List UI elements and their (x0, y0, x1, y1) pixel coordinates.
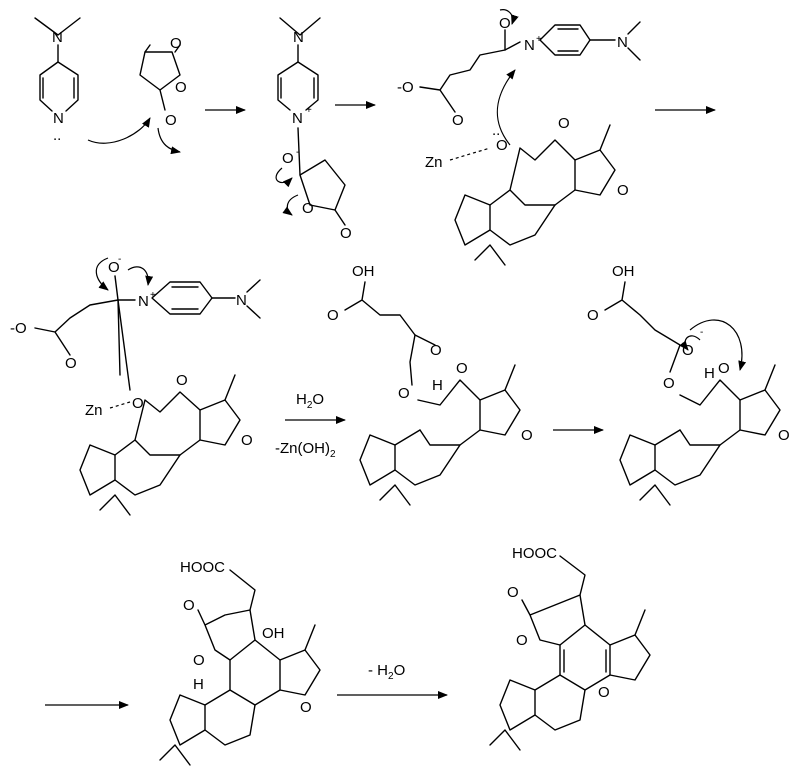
int2-carbonyl-o-top: O (499, 15, 511, 32)
int1-carbonyl-o: O (340, 225, 352, 242)
int1-curved-arrow-2 (282, 194, 299, 216)
enolate-acid-o: O (587, 307, 599, 324)
int1-ring-n-label: N (292, 110, 303, 127)
anhydride-ring-o: O (175, 79, 187, 96)
enolate-o: O (682, 342, 694, 359)
int1-minus-charge: - (296, 147, 299, 158)
product-furan-o: O (598, 684, 610, 701)
product-acid-label: HOOC (512, 545, 557, 562)
dmap-molecule: N N .. (34, 17, 81, 144)
ester-acid-o: O (327, 307, 339, 324)
zinc-hydroxide-byproduct: -Zn(OH)2 (275, 440, 336, 460)
lactone-ring-o: O (193, 652, 205, 669)
int1-curved-arrow-1 (275, 167, 293, 188)
enolate-minus-charge: - (700, 327, 703, 338)
hydroxy-lactone-molecule: HOOC O O OH H O (159, 559, 321, 766)
succinic-anhydride-molecule: O O O (139, 35, 187, 129)
ester-carbonyl-o: O (430, 342, 442, 359)
int3-carbonyl-o: O (65, 355, 77, 372)
int2-plus-charge: + (536, 34, 542, 45)
dmap-n-label: N (52, 29, 63, 46)
dehydration-label: - H2O (368, 662, 405, 682)
int2-pyridinium-n: N (524, 37, 535, 54)
lactone-h-label: H (193, 676, 204, 693)
tetrahedral-intermediate-molecule: N N + O - O O (277, 17, 352, 242)
dmap-lone-pair: .. (53, 127, 61, 144)
anhydride-carbonyl-o-top: O (170, 35, 182, 52)
attack-curved-arrow (87, 117, 151, 144)
int3-alkoxide-o: O (132, 395, 144, 412)
enolate-furan-o: O (778, 427, 790, 444)
int2-carbonyl-arrow (499, 9, 519, 25)
enolate-acid-oh: OH (612, 263, 635, 280)
int3-curved-arrow-1 (95, 257, 109, 291)
ester-acid-oh: OH (352, 263, 375, 280)
int3-plus-charge: + (150, 290, 156, 301)
int3-furan-o: O (241, 432, 253, 449)
water-reagent: H2O (296, 391, 324, 411)
int1-oxide-o: O (282, 150, 294, 167)
ester-furan-o: O (521, 427, 533, 444)
int2-zn-label: Zn (425, 154, 443, 171)
int2-lone-pair: .. (492, 122, 500, 139)
dmap-ring-n-label: N (53, 110, 64, 127)
enolate-cyclization-molecule: OH O O - O H O O (587, 263, 790, 506)
int1-ring-o: O (302, 200, 314, 217)
enolate-ester-o: O (663, 375, 675, 392)
carboxylate-label-1: -O (397, 79, 414, 96)
enolate-ketone-o: O (718, 360, 730, 377)
product-carbonyl-o: O (507, 584, 519, 601)
enolate-electron-arrow (679, 335, 701, 351)
acylpyridinium-zinc-complex: -O O O N + N Zn O .. O O (397, 15, 641, 266)
lactone-acid-label: HOOC (180, 559, 225, 576)
enolate-h-label: H (704, 365, 715, 382)
ester-o: O (398, 385, 410, 402)
tetrahedral-zinc-intermediate: O - -O O N + N Zn O O O (10, 254, 261, 516)
lactone-carbonyl-o: O (183, 597, 195, 614)
int3-zn-label: Zn (85, 402, 103, 419)
anhydride-carbonyl-o-bottom: O (165, 112, 177, 129)
int2-furan-o: O (617, 182, 629, 199)
int2-dimethylamino-n: N (617, 34, 628, 51)
int2-alkoxide-o: O (496, 137, 508, 154)
int2-attack-arrow (496, 69, 516, 146)
ester-h-label: H (432, 377, 443, 394)
enolate-cyclization-arrow (689, 319, 747, 371)
int2-ketone-o: O (558, 115, 570, 132)
int2-carbonyl-o-left: O (452, 112, 464, 129)
final-furan-lactone-product: HOOC O O O (489, 545, 651, 751)
int3-ketone-o: O (176, 372, 188, 389)
ester-ketone-o: O (456, 360, 468, 377)
lactone-oh-label: OH (262, 625, 285, 642)
succinate-ester-molecule: OH O O O H O O (327, 263, 533, 506)
int3-dimethylamino-n: N (236, 292, 247, 309)
electron-push-arrow (157, 127, 181, 155)
int3-minus-charge: - (118, 254, 121, 265)
int3-pyridinium-n: N (138, 293, 149, 310)
int1-n-label: N (293, 29, 304, 46)
product-ring-o: O (516, 632, 528, 649)
int3-oxide-o: O (108, 259, 120, 276)
carboxylate-label-2: -O (10, 320, 27, 337)
int3-curved-arrow-2 (127, 266, 154, 286)
int1-plus-charge: + (306, 105, 312, 116)
lactone-furan-o: O (300, 699, 312, 716)
